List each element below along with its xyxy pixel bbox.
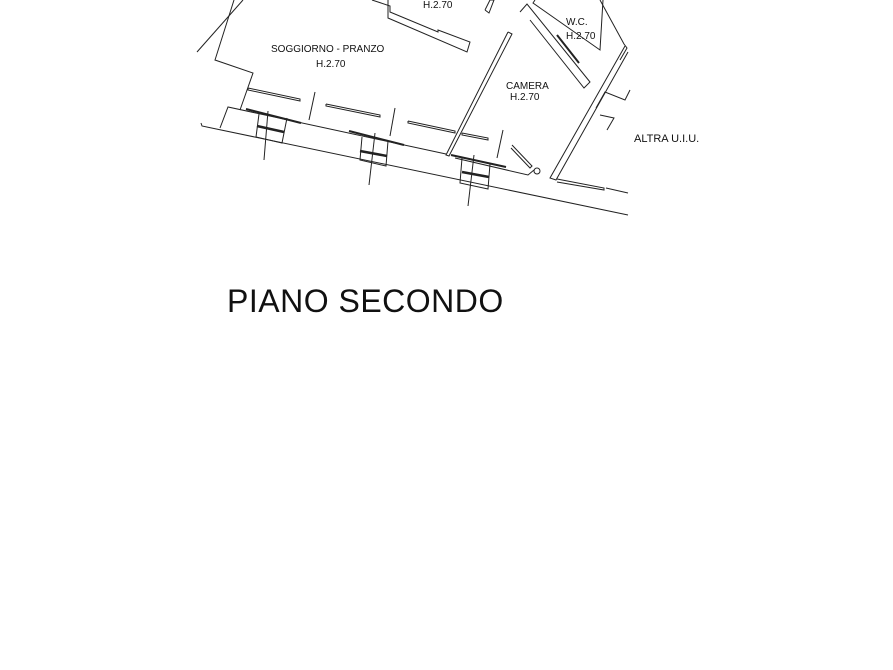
window [325, 103, 381, 118]
sill [348, 130, 405, 146]
wall [599, 114, 615, 131]
wall [445, 31, 513, 157]
room-height-label: H.2.70 [510, 92, 540, 103]
room-height-label: H.2.70 [316, 59, 346, 70]
balcony-edge [454, 157, 535, 176]
door [556, 34, 580, 64]
facade-inner-line [219, 106, 447, 155]
balcony-bracket [255, 91, 316, 161]
wall [532, 0, 604, 51]
room-name-label: W.C. [566, 17, 588, 28]
balcony-bracket [359, 107, 396, 186]
room-height-label: H.2.70 [566, 31, 596, 42]
room-name-label: SOGGIORNO - PRANZO [271, 44, 385, 55]
door [510, 144, 533, 169]
balcony-bracket [459, 129, 504, 207]
window [407, 120, 456, 134]
wall [214, 0, 254, 111]
column [533, 167, 541, 175]
wall [599, 0, 628, 61]
sill [450, 154, 507, 168]
window [461, 132, 489, 141]
sill [245, 108, 302, 124]
wall [549, 45, 629, 181]
room-name-label: CAMERA [506, 81, 549, 92]
wall [371, 0, 471, 53]
room-height-label: H.2.70 [423, 0, 453, 12]
wall [519, 3, 591, 89]
wall [595, 89, 631, 109]
window [247, 87, 301, 102]
wall [556, 178, 605, 191]
facade-outer-line [200, 122, 629, 216]
wall [196, 0, 244, 53]
wall [484, 0, 495, 14]
wall [605, 187, 629, 194]
floor-title: PIANO SECONDO [227, 283, 504, 319]
neighbor-unit-label: ALTRA U.I.U. [634, 133, 700, 145]
